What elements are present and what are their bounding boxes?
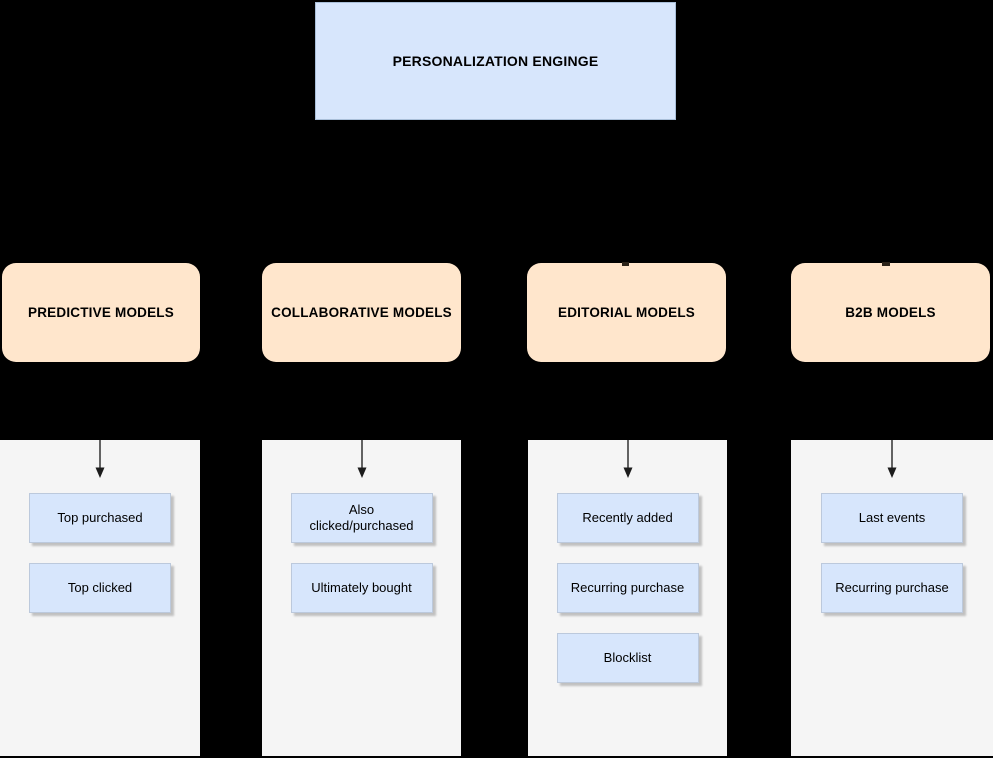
model-item[interactable]: Top clicked: [29, 563, 171, 613]
connector-notch: [621, 262, 629, 266]
model-item[interactable]: Last events: [821, 493, 963, 543]
model-column-collaborative: COLLABORATIVE MODELS Also clicked/purcha…: [262, 0, 461, 758]
model-item[interactable]: Recently added: [556, 493, 699, 543]
model-item[interactable]: Ultimately bought: [290, 563, 433, 613]
model-item-label: Last events: [858, 510, 926, 525]
model-item[interactable]: Recurring purchase: [556, 563, 699, 613]
model-category-label: COLLABORATIVE MODELS: [271, 305, 452, 320]
model-category-label: B2B MODELS: [845, 305, 936, 320]
model-category-node[interactable]: EDITORIAL MODELS: [527, 263, 726, 362]
model-category-node[interactable]: PREDICTIVE MODELS: [2, 263, 200, 362]
model-item[interactable]: Recurring purchase: [821, 563, 963, 613]
model-item[interactable]: Top purchased: [29, 493, 171, 543]
model-item-label: Recurring purchase: [835, 580, 949, 595]
arrow-down-icon: [623, 440, 632, 478]
personalization-engine-node[interactable]: PERSONALIZATION ENGINGE: [315, 2, 676, 120]
personalization-engine-label: PERSONALIZATION ENGINGE: [392, 53, 599, 69]
model-category-node[interactable]: B2B MODELS: [791, 263, 990, 362]
model-item-label: Ultimately bought: [311, 580, 412, 595]
model-item-label: Recently added: [582, 510, 673, 525]
model-item-label: Also clicked/purchased: [309, 502, 414, 533]
model-item-label: Top purchased: [57, 510, 143, 525]
arrow-down-icon: [887, 440, 897, 478]
model-category-node[interactable]: COLLABORATIVE MODELS: [262, 263, 461, 362]
model-category-label: PREDICTIVE MODELS: [28, 305, 174, 320]
arrow-down-icon: [357, 440, 366, 478]
connector-notch: [882, 262, 890, 266]
model-category-label: EDITORIAL MODELS: [558, 305, 695, 320]
model-item[interactable]: Also clicked/purchased: [290, 493, 433, 543]
model-item-label: Recurring purchase: [570, 580, 685, 595]
model-item-label: Top clicked: [67, 580, 133, 595]
model-item-label: Blocklist: [603, 650, 652, 665]
arrow-down-icon: [95, 440, 105, 478]
model-item[interactable]: Blocklist: [556, 633, 699, 683]
